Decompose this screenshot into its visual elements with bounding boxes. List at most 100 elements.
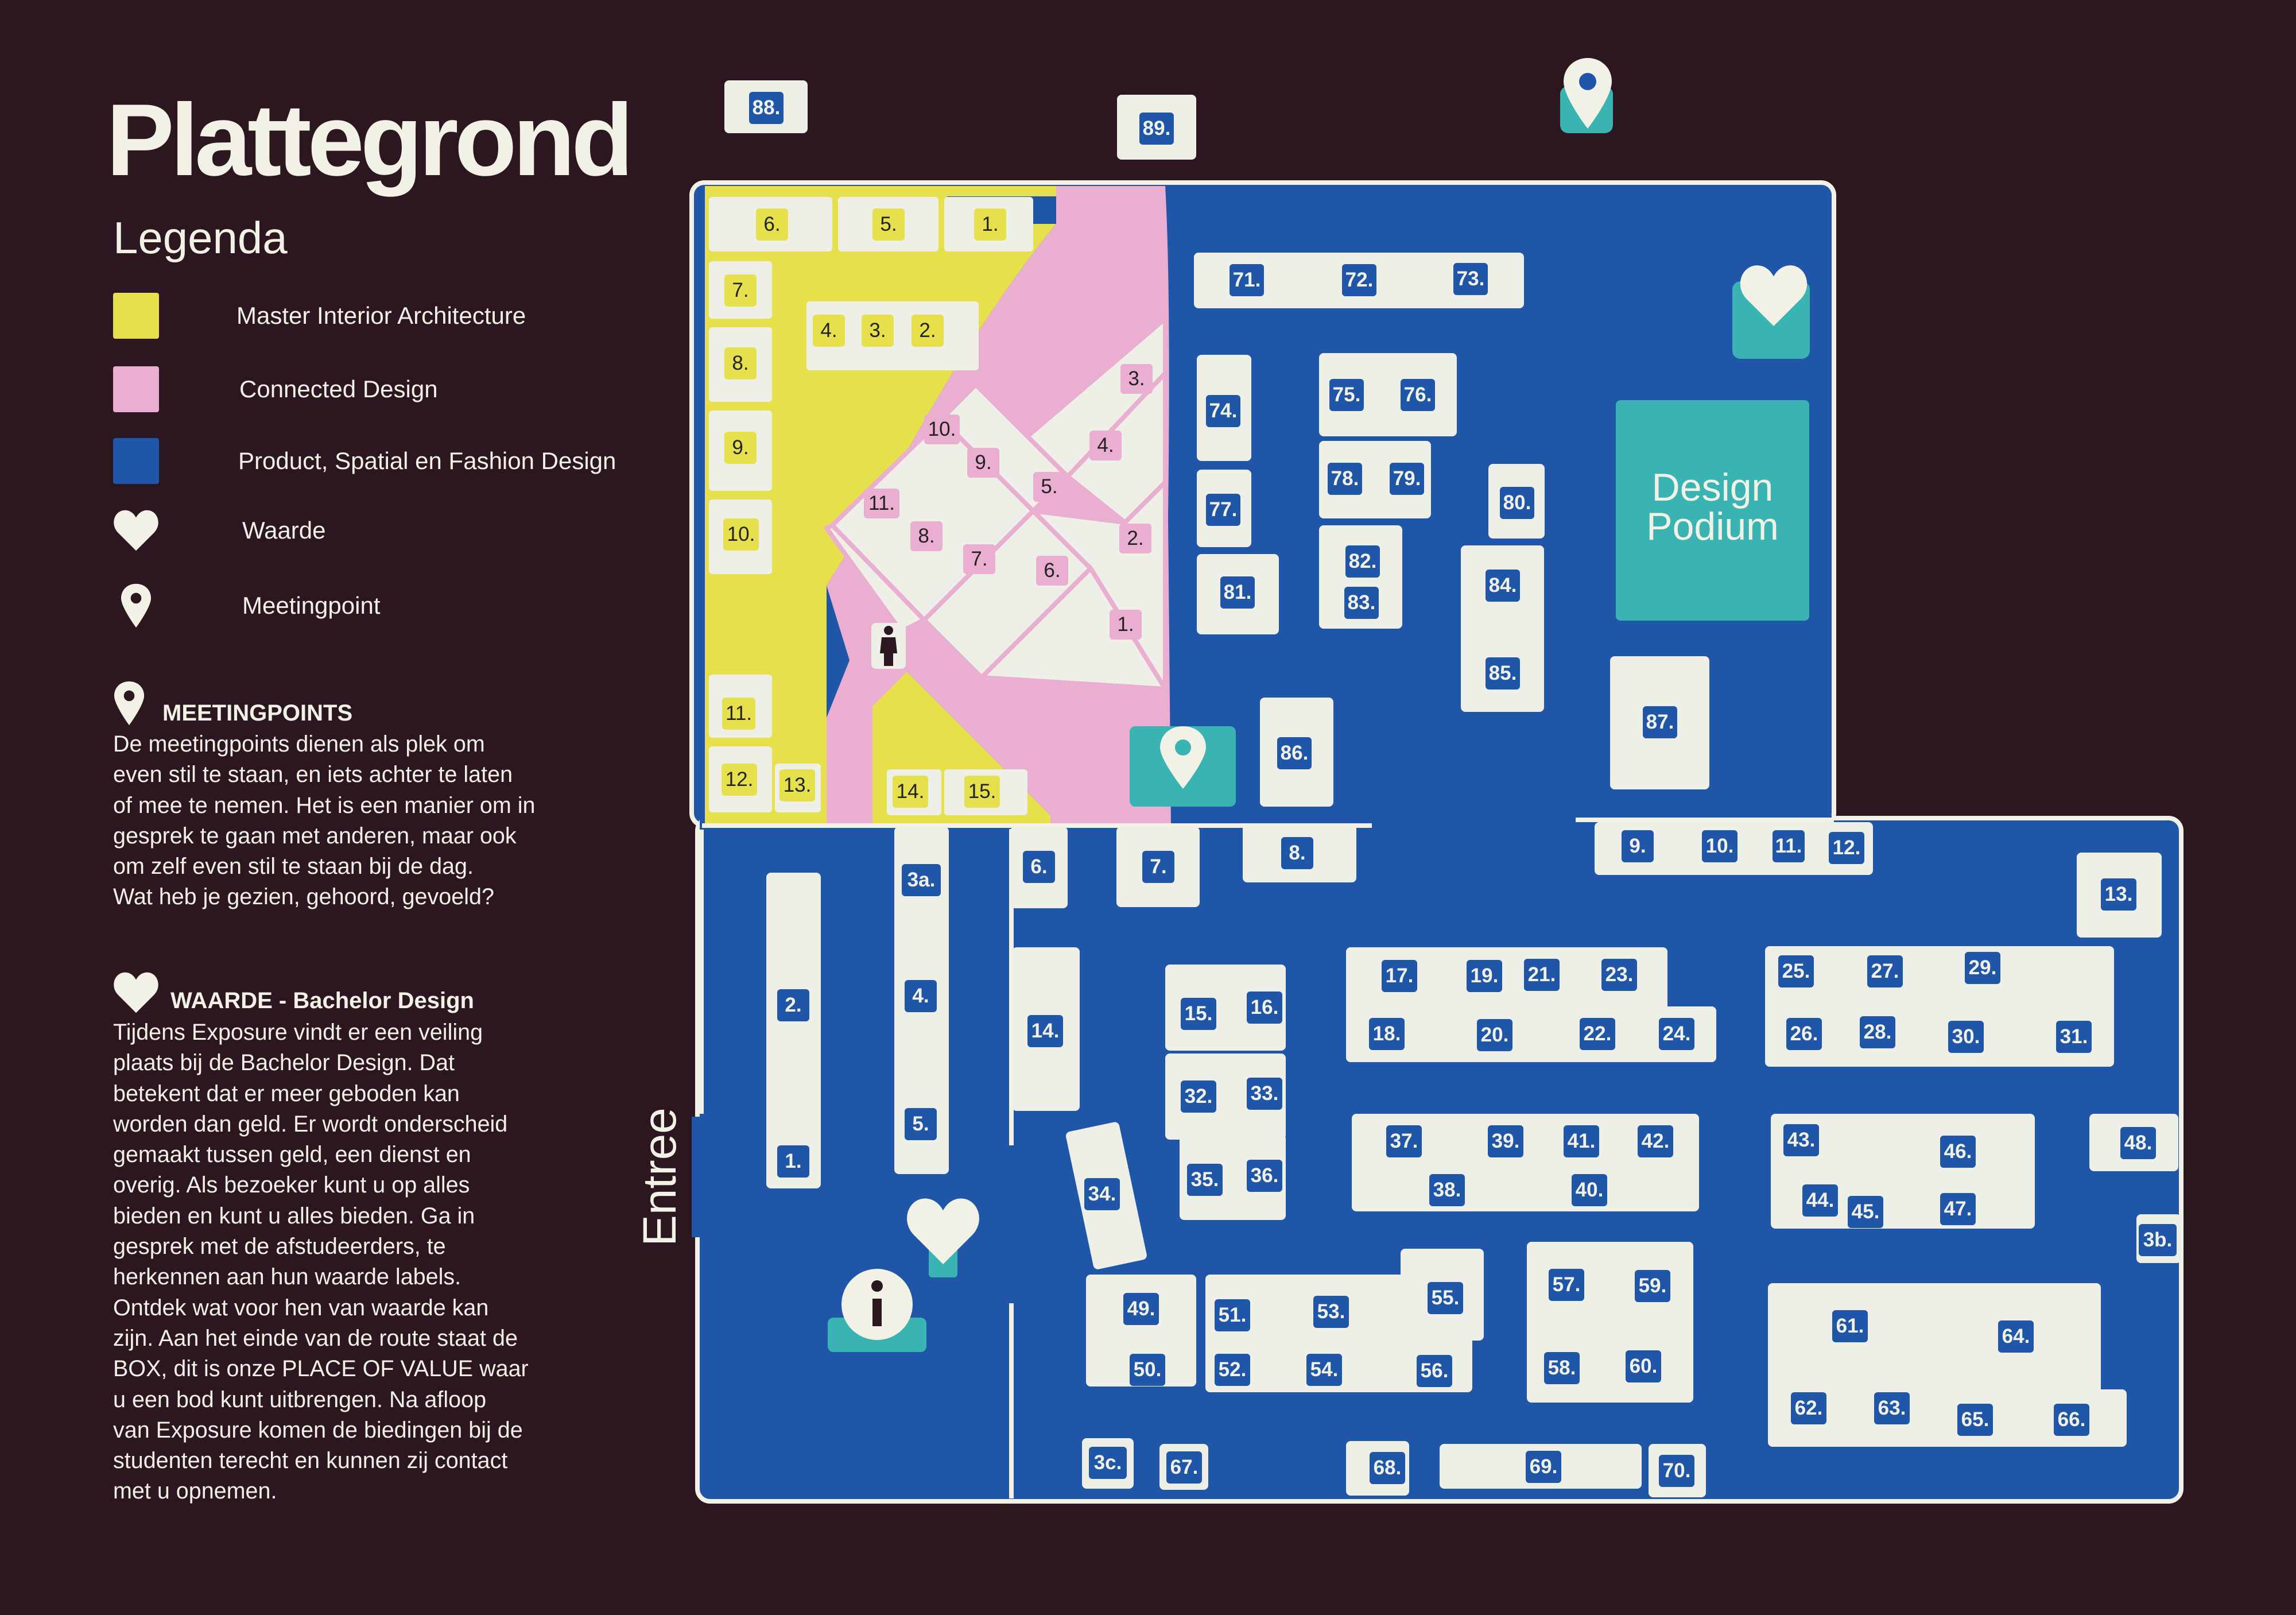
stand-number: 29. <box>1965 952 2000 984</box>
stand-number: 9. <box>724 432 757 464</box>
legend-item-master-interior: Master Interior Architecture <box>113 293 526 339</box>
stand-number: 6. <box>1023 851 1055 883</box>
legend-label: Waarde <box>242 517 326 544</box>
stand-number: 35. <box>1187 1164 1223 1196</box>
location-pin-icon <box>114 681 145 726</box>
person-icon <box>880 626 897 666</box>
stand-number: 56. <box>1417 1355 1452 1387</box>
stand-number: 58. <box>1544 1352 1580 1384</box>
stand-number: 86. <box>1277 737 1312 769</box>
entrance-gap <box>692 1117 702 1237</box>
stand-number: 39. <box>1488 1125 1523 1157</box>
stand-number: 4. <box>905 980 937 1012</box>
stand-number: 47. <box>1940 1193 1976 1225</box>
stand-number: 34. <box>1084 1178 1120 1210</box>
legend-item-product-spatial-fashion: Product, Spatial en Fashion Design <box>113 438 616 484</box>
stand-number: 87. <box>1643 706 1677 738</box>
stand-number: 2. <box>1119 524 1151 553</box>
location-pin-icon <box>1564 58 1612 129</box>
heart-icon <box>1740 265 1808 326</box>
page-title: Plattegrond <box>106 83 634 197</box>
stand-number: 73. <box>1453 263 1488 295</box>
stand-number: 71. <box>1230 264 1264 296</box>
stand-number: 70. <box>1659 1455 1694 1487</box>
stand-number: 5. <box>872 208 905 241</box>
stand-number: 36. <box>1247 1160 1282 1192</box>
legend-item-waarde: Waarde <box>113 508 326 553</box>
stand-number: 66. <box>2054 1404 2089 1436</box>
stand-number: 7. <box>724 274 757 307</box>
stand-number: 12. <box>1829 832 1864 864</box>
heart-icon <box>907 1198 979 1264</box>
stand-number: 11. <box>1773 830 1805 862</box>
waarde-text: Tijdens Exposure vindt er een veiling pl… <box>113 1020 529 1504</box>
location-pin-icon <box>113 583 159 629</box>
stand-number: 40. <box>1572 1174 1607 1206</box>
booth <box>823 522 928 635</box>
stand-number: 5. <box>905 1108 937 1140</box>
stand-number: 83. <box>1344 587 1379 619</box>
stand-number: 3c. <box>1089 1447 1127 1479</box>
pin-hole <box>1175 739 1191 756</box>
stand-number: 10. <box>723 518 759 551</box>
stand-number: 18. <box>1369 1018 1405 1050</box>
stand-number: 84. <box>1486 570 1520 602</box>
stand-number: 8. <box>1281 837 1313 869</box>
stand-number: 10. <box>1702 830 1737 862</box>
booth <box>1086 1275 1196 1387</box>
stand-number: 85. <box>1486 657 1520 690</box>
stand-number: 3. <box>862 315 894 347</box>
stand-number: 30. <box>1948 1021 1984 1053</box>
stand-number: 62. <box>1791 1392 1826 1424</box>
meetingpoints-heading-text: MEETINGPOINTS <box>162 700 353 726</box>
stand-number: 82. <box>1345 545 1380 578</box>
legend-label: Meetingpoint <box>242 592 381 619</box>
legend-label: Product, Spatial en Fashion Design <box>238 447 616 474</box>
stand-number: 22. <box>1580 1018 1615 1050</box>
stand-number: 49. <box>1123 1293 1159 1325</box>
stand-number: 6. <box>756 208 788 241</box>
stand-number: 8. <box>724 347 757 379</box>
pink-swatch <box>113 366 159 412</box>
booth <box>1024 313 1168 480</box>
stand-number: 74. <box>1206 395 1240 427</box>
stand-number: 4. <box>813 315 845 347</box>
stand-number: 57. <box>1549 1269 1584 1301</box>
stand-number: 45. <box>1848 1196 1883 1228</box>
booth <box>1180 1134 1286 1220</box>
blue-swatch <box>113 438 159 484</box>
stand-number: 44. <box>1802 1184 1838 1217</box>
stand-number: 33. <box>1247 1078 1282 1110</box>
stand-number: 61. <box>1832 1310 1868 1342</box>
stand-number: 13. <box>779 769 815 801</box>
info-glyph-dot <box>871 1280 883 1292</box>
stand-number: 3. <box>1120 364 1153 394</box>
design-podium <box>1616 400 1809 621</box>
stand-number: 52. <box>1215 1354 1250 1386</box>
design-podium-label: Design Podium <box>1646 466 1779 548</box>
stand-number: 1. <box>974 208 1006 241</box>
legend-item-meetingpoint: Meetingpoint <box>113 583 381 629</box>
yellow-swatch <box>113 293 159 339</box>
stand-number: 81. <box>1220 576 1255 609</box>
legend-label: Master Interior Architecture <box>236 302 526 329</box>
stand-number: 88. <box>749 92 784 124</box>
booth <box>976 564 1170 692</box>
stand-number: 2. <box>912 315 944 347</box>
stand-number: 65. <box>1957 1404 1993 1436</box>
stand-number: 41. <box>1564 1125 1599 1157</box>
stand-number: 15. <box>1181 998 1216 1030</box>
stand-number: 24. <box>1659 1018 1694 1050</box>
booth <box>1319 353 1457 436</box>
stand-number: 51. <box>1215 1299 1250 1331</box>
stand-number: 48. <box>2120 1127 2156 1159</box>
stand-number: 59. <box>1635 1270 1670 1302</box>
stand-number: 31. <box>2056 1021 2092 1053</box>
heart-icon <box>113 508 159 553</box>
stand-number: 63. <box>1874 1392 1910 1424</box>
stand-number: 4. <box>1089 431 1122 460</box>
stand-number: 43. <box>1783 1124 1819 1156</box>
stand-number: 5. <box>1033 472 1065 502</box>
stand-number: 14. <box>1027 1015 1063 1047</box>
